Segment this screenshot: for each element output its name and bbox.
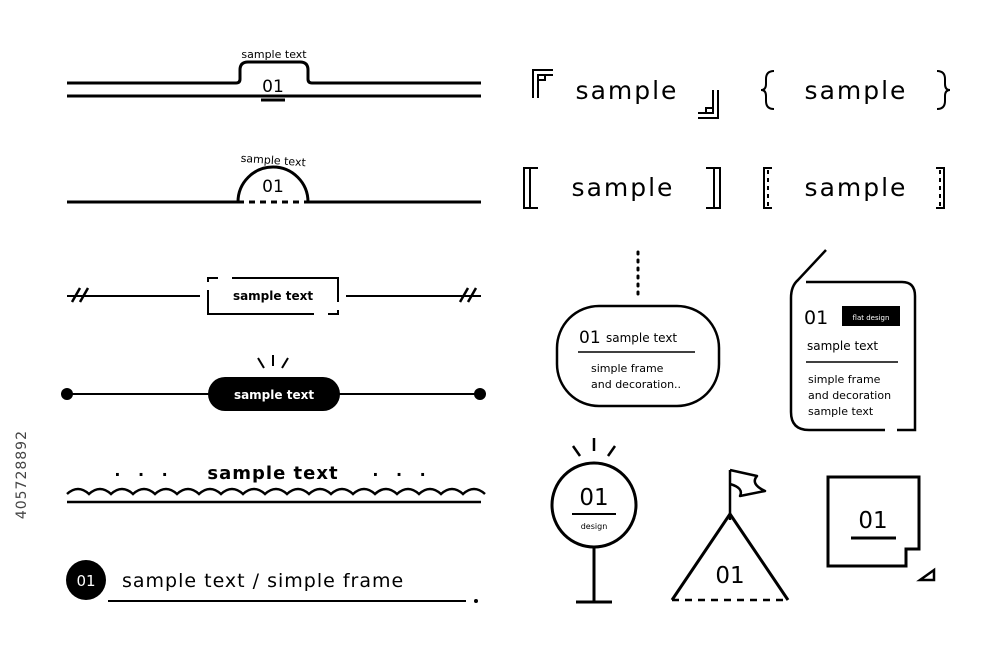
card2-line3: sample text [808, 405, 874, 418]
sign-number: 01 [579, 485, 608, 511]
card-rounded-frame [555, 250, 721, 408]
f1-caption: sample text [241, 48, 307, 61]
card2-tag: flat design [853, 314, 890, 322]
square-frame [826, 475, 936, 582]
f1-number: 01 [262, 77, 284, 97]
sign-circle-pole [550, 438, 638, 604]
frame-bracket-label [67, 277, 481, 315]
b3-text: sample [572, 173, 675, 202]
card2-line2: and decoration [808, 389, 891, 402]
card2-title: sample text [807, 339, 878, 353]
bracket-double-square [523, 167, 721, 209]
b2-text: sample [805, 76, 908, 105]
bracket-dashed [763, 167, 945, 209]
b1-text: sample [576, 76, 679, 105]
b4-text: sample [805, 173, 908, 202]
card2-number: 01 [804, 307, 828, 329]
f5-dots-left: . . . [114, 461, 173, 480]
frame-tab-double-line [67, 60, 481, 102]
card1-title: sample text [606, 331, 677, 345]
f5-dots-right: . . . [372, 461, 431, 480]
card1-line2: and decoration.. [591, 378, 681, 391]
bracket-curly [760, 70, 951, 110]
card1-number: 01 [579, 328, 601, 348]
bracket-corner [532, 69, 719, 119]
f4-label: sample text [234, 388, 314, 402]
frame-arch [67, 165, 481, 204]
f2-caption: sample text [240, 152, 307, 170]
card1-line1: simple frame [591, 362, 664, 375]
square-number: 01 [858, 508, 887, 534]
f6-badge: 01 [76, 572, 95, 590]
f2-number: 01 [262, 177, 284, 197]
f5-label: sample text [207, 463, 338, 484]
card-tag-frame [789, 249, 917, 432]
sign-sub: design [581, 522, 608, 531]
f3-label: sample text [233, 289, 313, 303]
frame-wave-line [66, 487, 486, 504]
f6-text: sample text / simple frame [122, 570, 404, 592]
tent-flag [670, 468, 790, 602]
card2-line1: simple frame [808, 373, 881, 386]
tent-number: 01 [715, 563, 744, 589]
